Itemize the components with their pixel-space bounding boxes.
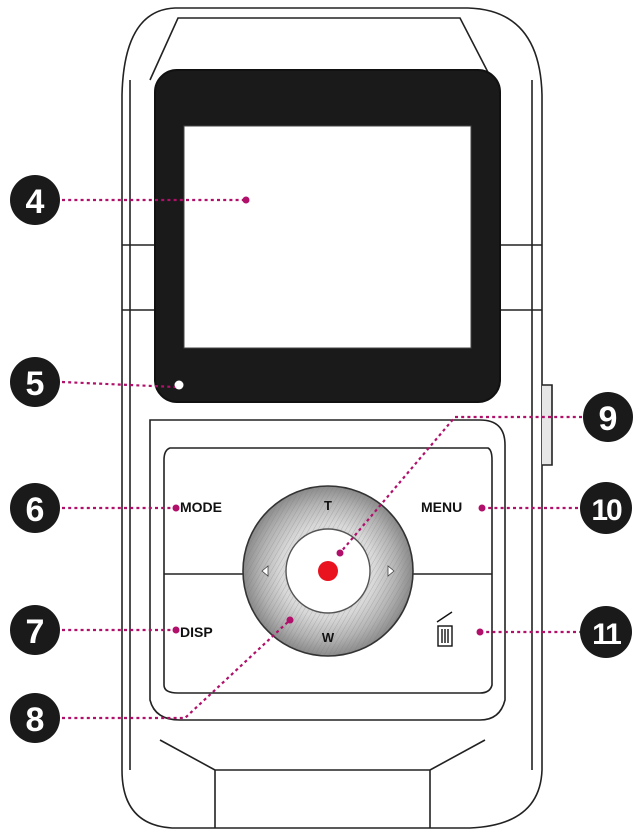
record-dot-icon <box>318 561 338 581</box>
leader-dot-9 <box>336 549 344 557</box>
leader-lines <box>61 198 582 720</box>
arrow-left-icon[interactable] <box>261 565 269 577</box>
callout-6-number: 6 <box>26 491 45 529</box>
menu-button-label[interactable]: MENU <box>421 499 462 515</box>
callout-4-number: 4 <box>26 183 45 221</box>
leader-9 <box>339 415 582 554</box>
leader-8 <box>62 619 291 720</box>
lcd-screen <box>183 125 472 349</box>
control-panel <box>149 419 506 721</box>
body-top-panel <box>149 17 493 81</box>
leader-dot-11 <box>476 628 484 636</box>
callout-5: 5 <box>10 357 60 407</box>
trash-icon[interactable] <box>436 611 453 647</box>
callout-6: 6 <box>10 483 60 533</box>
callout-5-number: 5 <box>26 365 45 403</box>
callout-11-number: 11 <box>592 618 621 651</box>
callout-9: 9 <box>583 392 633 442</box>
leader-dot-4 <box>242 196 250 204</box>
arrow-right-icon[interactable] <box>387 565 395 577</box>
leader-dot-8 <box>286 616 294 624</box>
mode-button-label[interactable]: MODE <box>180 499 222 515</box>
body-bottom-panel <box>159 739 486 828</box>
callout-9-number: 9 <box>599 400 618 438</box>
leader-dot-7 <box>172 626 180 634</box>
status-led <box>174 380 184 390</box>
callout-8-number: 8 <box>26 701 45 739</box>
control-panel-frame <box>149 419 506 721</box>
zoom-in-label[interactable]: T <box>324 498 332 513</box>
callout-7-number: 7 <box>26 613 45 651</box>
body-outline <box>121 7 543 829</box>
leader-5 <box>61 380 176 389</box>
callout-11: 11 <box>580 606 632 658</box>
side-groove-left <box>122 244 155 311</box>
zoom-out-label[interactable]: W <box>322 630 335 645</box>
callout-10: 10 <box>580 482 632 534</box>
camera-body <box>121 7 553 829</box>
callout-7: 7 <box>10 605 60 655</box>
callout-10-number: 10 <box>591 494 622 527</box>
leader-dot-6 <box>172 504 180 512</box>
leader-dot-10 <box>478 504 486 512</box>
control-panel-inner <box>163 447 493 694</box>
leader-endpoints <box>172 196 486 636</box>
side-groove-right <box>500 244 542 311</box>
disp-button-label[interactable]: DISP <box>180 624 213 640</box>
callout-8: 8 <box>10 693 60 743</box>
callout-4: 4 <box>10 175 60 225</box>
side-button <box>542 384 553 466</box>
